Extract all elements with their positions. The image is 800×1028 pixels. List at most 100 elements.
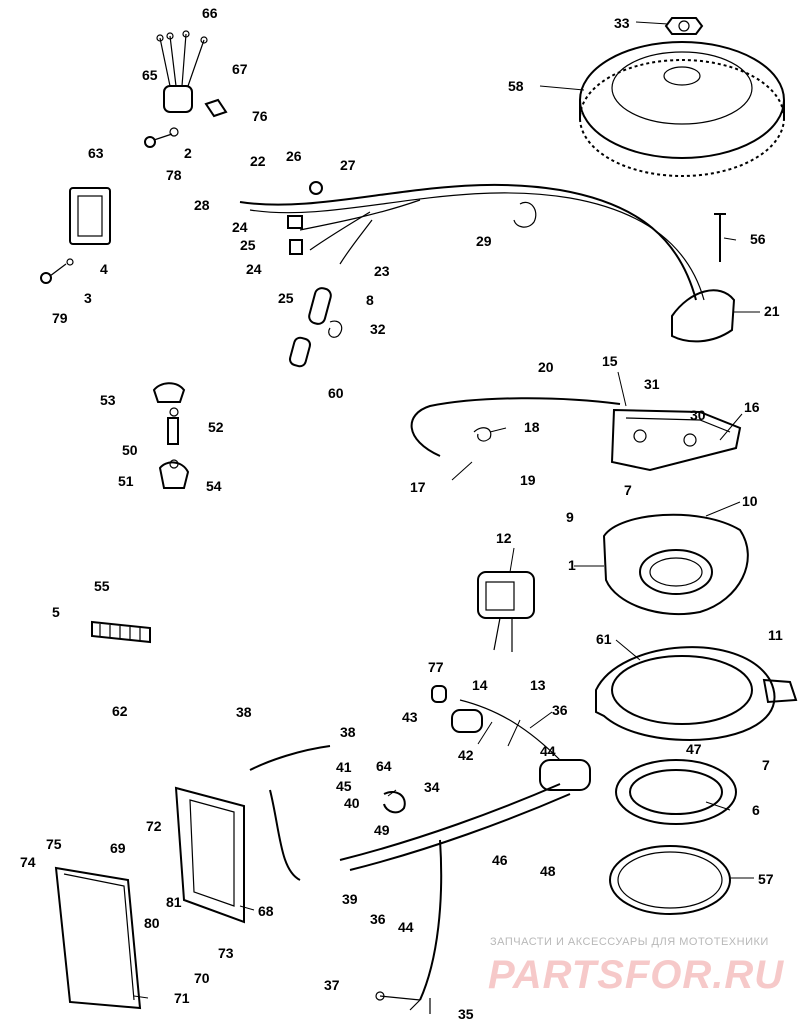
callout-48: 48 <box>540 863 556 879</box>
callout-77: 77 <box>428 659 444 675</box>
callout-18: 18 <box>524 419 540 435</box>
callout-46: 46 <box>492 852 508 868</box>
callout-45: 45 <box>336 778 352 794</box>
callout-72: 72 <box>146 818 162 834</box>
ignition-module-65 <box>156 30 208 113</box>
callout-57: 57 <box>758 871 774 887</box>
callout-39: 39 <box>342 891 358 907</box>
callout-56: 56 <box>750 231 766 247</box>
callout-78: 78 <box>166 167 182 183</box>
callout-25a: 25 <box>240 237 256 253</box>
callout-69: 69 <box>110 840 126 856</box>
terminal-block-55 <box>91 620 151 644</box>
callout-61: 61 <box>596 631 612 647</box>
callout-3: 3 <box>84 290 92 306</box>
flywheel-nut <box>664 17 704 35</box>
callout-13: 13 <box>530 677 546 693</box>
ignition-coil-12 <box>477 571 535 652</box>
callout-67: 67 <box>232 61 248 77</box>
callout-30: 30 <box>690 407 706 423</box>
clip-76 <box>204 98 228 118</box>
callout-66: 66 <box>202 5 218 21</box>
callout-20: 20 <box>538 359 554 375</box>
callout-36a: 36 <box>552 702 568 718</box>
callout-73: 73 <box>218 945 234 961</box>
callout-14: 14 <box>472 677 488 693</box>
spark-plug-caps <box>152 382 190 489</box>
callout-38a: 38 <box>236 704 252 720</box>
callout-17: 17 <box>410 479 426 495</box>
connector-60 <box>288 336 312 368</box>
callout-81: 81 <box>166 894 182 910</box>
timer-base <box>610 408 742 472</box>
callout-16: 16 <box>744 399 760 415</box>
leader-lines <box>133 21 760 999</box>
callout-38b: 38 <box>340 724 356 740</box>
callout-63: 63 <box>88 145 104 161</box>
callout-12: 12 <box>496 530 512 546</box>
sensor-21 <box>671 289 736 343</box>
callout-6: 6 <box>752 802 760 818</box>
callout-labels: 1 2 3 4 5 6 7 7 8 9 10 11 12 13 14 15 16… <box>20 5 783 1022</box>
callout-24b: 24 <box>246 261 262 277</box>
screw-78 <box>144 127 179 148</box>
callout-7a: 7 <box>624 482 632 498</box>
callout-75: 75 <box>46 836 62 852</box>
callout-44b: 44 <box>398 919 414 935</box>
clip-11 <box>762 678 798 704</box>
watermark-tagline: ЗАПЧАСТИ И АКСЕССУАРЫ ДЛЯ МОТОТЕХНИКИ <box>490 936 769 948</box>
callout-55: 55 <box>94 578 110 594</box>
callout-51: 51 <box>118 473 134 489</box>
callout-29: 29 <box>476 233 492 249</box>
clip-64 <box>383 790 406 814</box>
cover-71 <box>54 866 142 1010</box>
callout-27: 27 <box>340 157 356 173</box>
screw-56 <box>714 213 726 262</box>
callout-41: 41 <box>336 759 352 775</box>
watermark: ЗАПЧАСТИ И АКСЕССУАРЫ ДЛЯ МОТОТЕХНИКИ PA… <box>488 936 784 997</box>
callout-31: 31 <box>644 376 660 392</box>
callout-50: 50 <box>122 442 138 458</box>
callout-11: 11 <box>768 627 783 643</box>
callout-1: 1 <box>568 557 576 573</box>
callout-44a: 44 <box>540 743 556 759</box>
callout-23: 23 <box>374 263 390 279</box>
callout-25b: 25 <box>278 290 294 306</box>
callout-15: 15 <box>602 353 618 369</box>
callout-4: 4 <box>100 261 108 277</box>
callout-70: 70 <box>194 970 210 986</box>
callout-52: 52 <box>208 419 224 435</box>
callout-19: 19 <box>520 472 536 488</box>
ring-6 <box>615 759 737 825</box>
callout-8: 8 <box>366 292 374 308</box>
callout-35: 35 <box>458 1006 474 1022</box>
armature-plate <box>602 513 749 616</box>
mount-bracket-68 <box>174 786 245 924</box>
callout-22: 22 <box>250 153 266 169</box>
callout-10: 10 <box>742 493 758 509</box>
callout-53: 53 <box>100 392 116 408</box>
callout-36b: 36 <box>370 911 386 927</box>
callout-49: 49 <box>374 822 390 838</box>
callout-79: 79 <box>52 310 68 326</box>
callout-33: 33 <box>614 15 630 31</box>
callout-34: 34 <box>424 779 440 795</box>
watermark-brand: PARTSFOR.RU <box>488 953 784 997</box>
screw-79 <box>40 258 74 284</box>
connector-8 <box>308 287 332 325</box>
callout-64: 64 <box>376 758 392 774</box>
callout-2: 2 <box>184 145 192 161</box>
callout-37: 37 <box>324 977 340 993</box>
callout-71: 71 <box>174 990 190 1006</box>
ring-57 <box>609 845 731 915</box>
wire-20 <box>410 397 621 457</box>
callout-47: 47 <box>686 741 702 757</box>
callout-43: 43 <box>402 709 418 725</box>
callout-26: 26 <box>286 148 302 164</box>
callout-60: 60 <box>328 385 344 401</box>
callout-68: 68 <box>258 903 274 919</box>
callout-24a: 24 <box>232 219 248 235</box>
callout-74: 74 <box>20 854 36 870</box>
callout-54: 54 <box>206 478 222 494</box>
